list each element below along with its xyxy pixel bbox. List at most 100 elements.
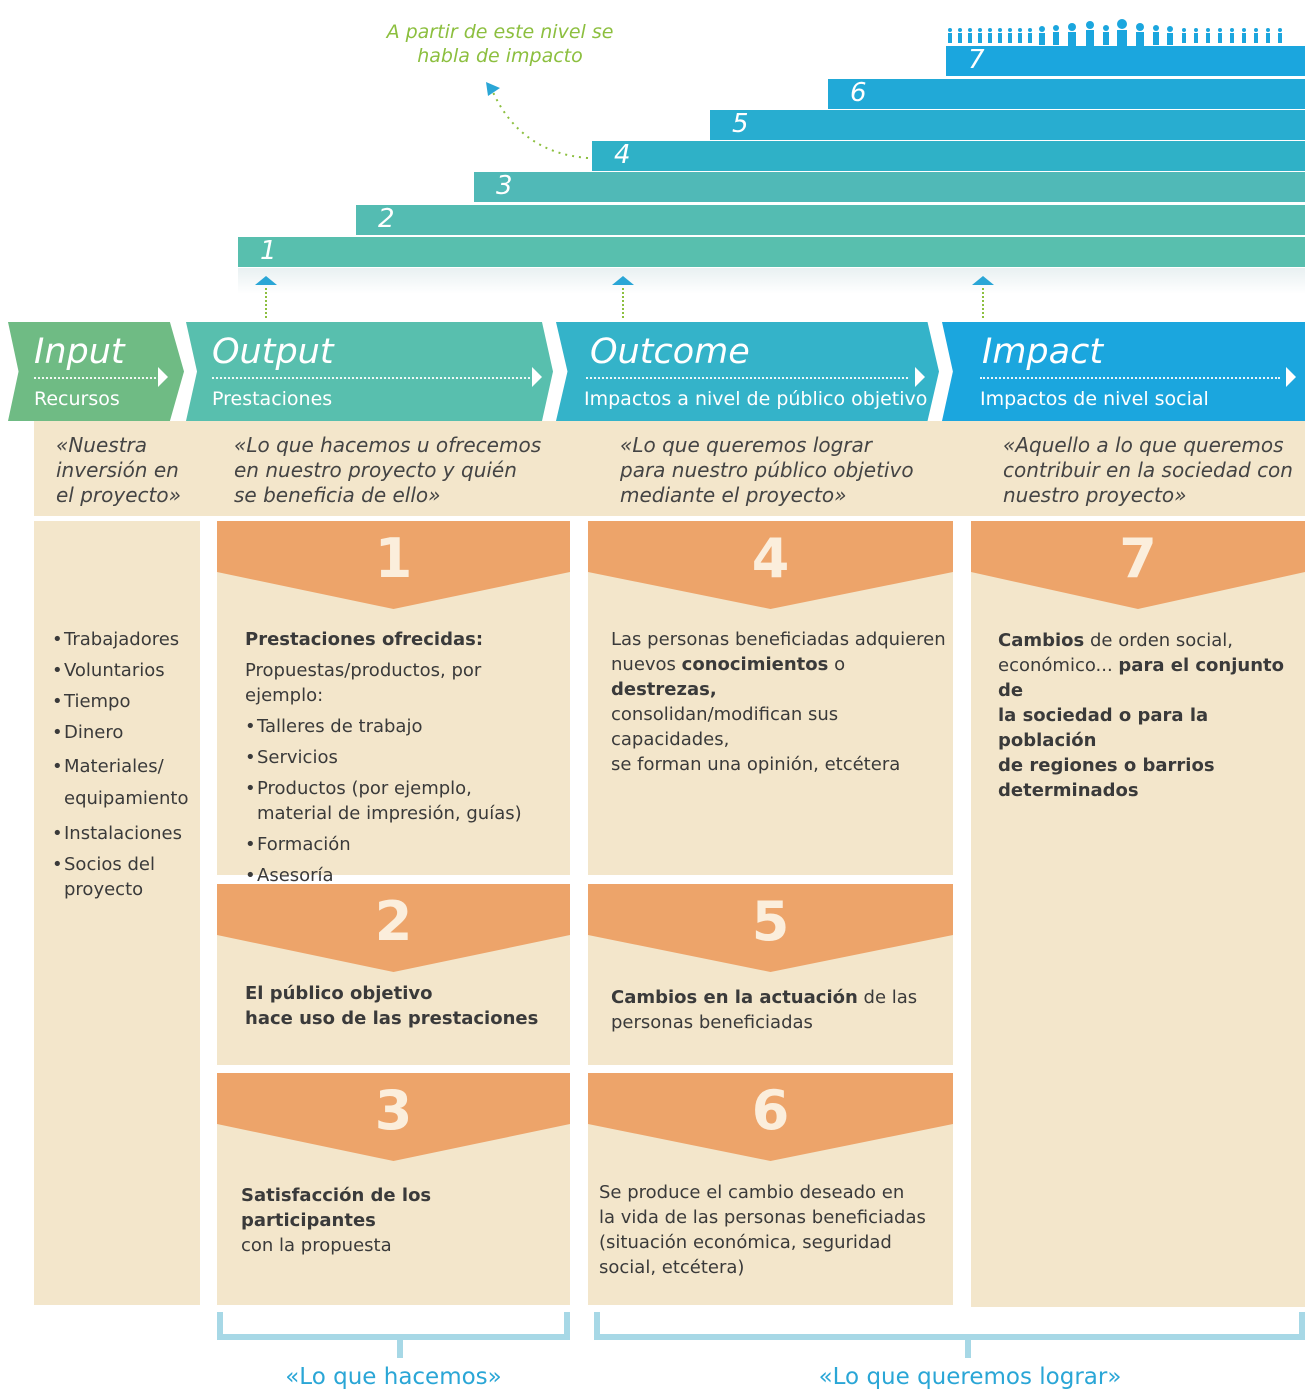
chevron-7: 7 [971,521,1305,609]
block-5: 5 Cambios en la actuación de las persona… [588,884,953,1065]
outcome-subtitle: Impactos a nivel de público objetivo [584,388,928,410]
quote-line: «Nuestra [56,433,148,457]
impact-quote: «Aquello a lo que queremos contribuir en… [971,421,1305,516]
arrow-right-icon [1286,367,1296,387]
quote-line: «Lo que hacemos u ofrecemos [234,433,542,457]
level-number: 7 [968,45,985,75]
block-line: determinados [998,780,1139,801]
block-6: 6 Se produce el cambio deseado en la vid… [588,1073,953,1305]
input-title: Input [34,332,125,372]
bracket-tick [965,1340,971,1358]
impact-title: Impact [982,332,1104,372]
block-heading: Prestaciones ofrecidas: [245,629,484,650]
outcome-title: Outcome [590,332,750,372]
block-line: El público objetivo [245,983,433,1004]
text-bold: Cambios [998,630,1085,651]
up-arrow-icon [612,276,634,285]
text-run: nuevos [611,654,682,675]
quote-line: el proyecto» [56,483,181,507]
block-4-text: Las personas beneficiadas adquieren nuev… [611,627,951,777]
block-4: 4 Las personas beneficiadas adquieren nu… [588,521,953,875]
bracket-tick [397,1340,403,1358]
list-item: Materiales/ equipamiento [52,751,197,815]
output-subtitle: Prestaciones [212,388,333,410]
input-subtitle: Recursos [34,388,120,410]
block-number: 5 [751,890,790,953]
text-run: o [828,654,846,675]
level-step-7: 7 [946,45,1305,76]
input-column: Trabajadores Voluntarios Tiempo Dinero M… [34,521,200,1305]
block-6-text: Se produce el cambio deseado en la vida … [599,1180,949,1280]
impact-subtitle: Impactos de nivel social [980,388,1209,410]
level-step-1: 1 [238,236,1305,267]
people-icon [948,19,1282,46]
input-header: Input Recursos [8,322,184,421]
chevron-6: 6 [588,1073,953,1161]
quote-line: para nuestro público objetivo [620,458,914,482]
list-item: Formación [245,832,565,857]
level-number: 5 [732,109,749,139]
block-number: 1 [374,527,413,590]
stairs-shadow [238,268,1305,294]
quote-line: en nuestro proyecto y quién [234,458,517,482]
dotted-arrow [34,377,156,379]
quote-line: se beneficia de ello» [234,483,441,507]
input-resource-list: Trabajadores Voluntarios Tiempo Dinero M… [52,627,197,902]
level-step-6: 6 [828,78,1305,109]
block-2: 2 El público objetivo hace uso de las pr… [217,884,570,1065]
block-number: 6 [751,1079,790,1142]
block-1-text: Prestaciones ofrecidas: Propuestas/produ… [245,627,565,888]
block-number: 7 [1119,527,1157,590]
block-line: Las personas beneficiadas adquieren [611,629,946,650]
arrow-right-icon [158,367,168,387]
level-step-2: 2 [356,204,1305,235]
arrow-right-icon [532,367,542,387]
block-7: 7 Cambios de orden social, económico... … [971,521,1305,1307]
level-number: 2 [378,204,395,234]
dotted-arrow [980,377,1280,379]
quote-line: contribuir en la sociedad con [1003,458,1293,482]
quote-line: nuestro proyecto» [1003,483,1187,507]
level-number: 4 [614,140,631,170]
block-line: con la propuesta [241,1235,392,1256]
block-number: 3 [374,1079,413,1142]
list-item: Servicios [245,745,565,770]
chevron-4: 4 [588,521,953,609]
dotted-arrow [212,377,530,379]
quote-line: inversión en [56,458,179,482]
list-item: Asesoría [245,863,565,888]
block-line: social, etcétera) [599,1257,745,1278]
block-line: de regiones o barrios [998,755,1215,776]
note-line-2: habla de impacto [417,45,583,67]
chevron-3: 3 [217,1073,570,1161]
block-number: 2 [374,890,413,953]
text-run: económico... [998,655,1119,676]
block-line: Se produce el cambio deseado en [599,1182,905,1203]
up-arrow-icon [972,276,994,285]
chevron-2: 2 [217,884,570,972]
block-line: la sociedad o para la población [998,705,1209,751]
quote-line: mediante el proyecto» [620,483,847,507]
list-item: Instalaciones [52,821,197,846]
block-bold: Satisfacción de los participantes [241,1185,432,1231]
chevron-1: 1 [217,521,570,609]
chevron-5: 5 [588,884,953,972]
outcome-quote: «Lo que queremos lograr para nuestro púb… [586,421,971,516]
block-line: consolidan/modifican sus capacidades, [611,704,839,750]
block-intro: Propuestas/productos, por ejemplo: [245,660,482,706]
level-step-5: 5 [710,109,1305,140]
dotted-connector [982,288,984,318]
list-item: Talleres de trabajo [245,714,565,739]
block-1: 1 Prestaciones ofrecidas: Propuestas/pro… [217,521,570,888]
bracket-left-label: «Lo que hacemos» [285,1364,502,1390]
block-line: hace uso de las prestaciones [245,1008,539,1029]
text-bold: destrezas, [611,679,717,700]
outcome-header: Outcome Impactos a nivel de público obje… [556,322,939,421]
list-item: Tiempo [52,689,197,714]
note-curved-arrow [486,82,589,159]
level-step-4: 4 [592,140,1305,171]
block-2-text: El público objetivo hace uso de las pres… [245,981,565,1031]
up-arrow-icon [255,276,277,285]
block-line: personas beneficiadas [611,1012,813,1033]
dotted-connector [622,288,624,318]
